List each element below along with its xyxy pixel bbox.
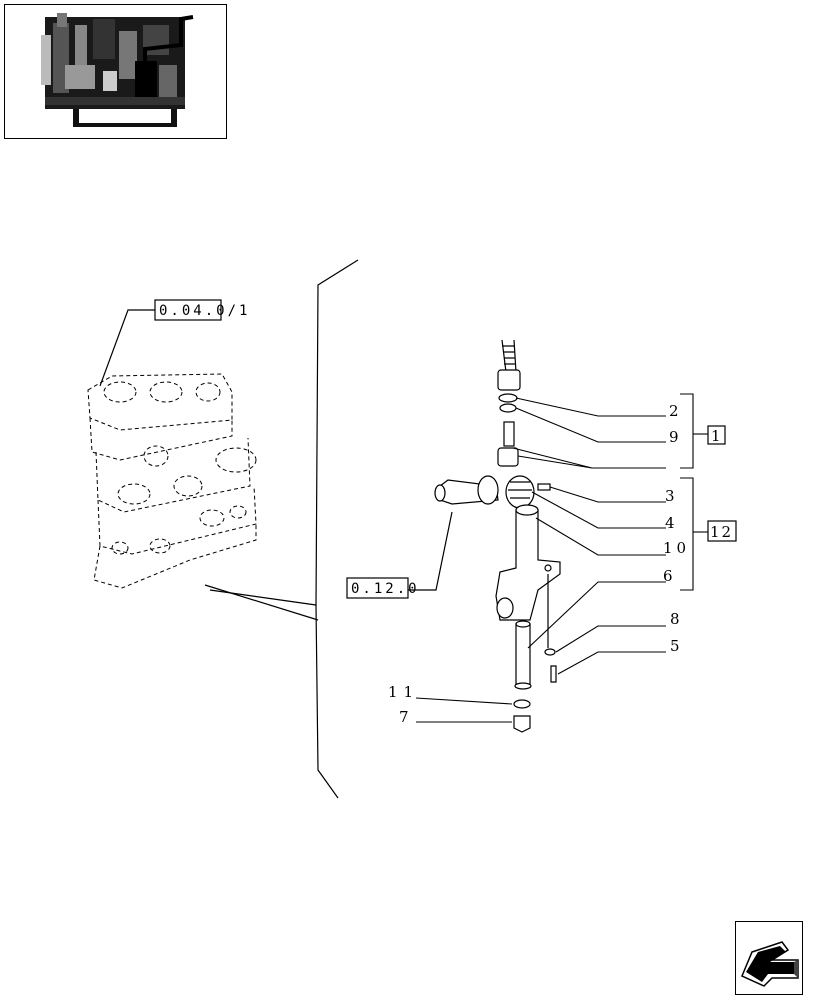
separator-line-upper — [209, 259, 359, 606]
fitting-body — [497, 447, 519, 467]
ref-bottom-box — [346, 577, 409, 599]
ref-top-label[interactable]: 0.04.0/1 — [159, 303, 250, 319]
callout-5: 5 — [670, 637, 680, 655]
pump-shaft-6 — [515, 623, 531, 685]
callout-4: 4 — [665, 514, 675, 532]
callout-9: 9 — [669, 428, 679, 446]
separator-join-line — [204, 584, 319, 621]
callout-6: 6 — [663, 567, 673, 585]
pump-body-10 — [495, 509, 561, 621]
engine-block-sketch — [87, 373, 257, 589]
oil-pump-assembly — [434, 339, 561, 733]
engine-thumbnail-frame — [4, 4, 227, 139]
back-arrow-icon — [741, 941, 799, 987]
pipe-union-nut — [497, 369, 521, 391]
fitting — [503, 421, 515, 447]
callout-7: 7 — [399, 708, 409, 726]
callout-3: 3 — [665, 487, 675, 505]
pin-3 — [537, 483, 551, 491]
callout-leaders — [415, 393, 708, 723]
callout-10: 10 — [663, 539, 690, 557]
pipe — [501, 339, 517, 373]
ref-bottom-leader — [408, 511, 453, 591]
screw-5 — [550, 665, 557, 683]
ref-top-leader — [99, 309, 156, 387]
nut-7 — [513, 715, 531, 733]
ref-bottom-label[interactable]: 0.12.0 — [351, 581, 420, 597]
separator-line-lower — [315, 604, 339, 799]
pinion-gear-4 — [505, 475, 535, 509]
group-1-box — [707, 425, 726, 445]
callout-11: 11 — [388, 683, 419, 701]
drive-gear — [477, 475, 499, 505]
callout-8: 8 — [670, 610, 680, 628]
engine-thumbnail — [41, 13, 194, 127]
group-12-label[interactable]: 12 — [710, 523, 733, 541]
ref-top-box — [154, 299, 222, 321]
callout-2: 2 — [669, 402, 679, 420]
o-ring-2 — [498, 393, 518, 403]
washer-8 — [544, 648, 556, 656]
group-1-label[interactable]: 1 — [711, 427, 721, 445]
washer-11 — [513, 699, 531, 709]
pump-outlet — [496, 597, 514, 619]
group-12-box — [707, 520, 737, 542]
back-navigation-button[interactable] — [735, 921, 803, 995]
washer-9 — [499, 403, 517, 413]
